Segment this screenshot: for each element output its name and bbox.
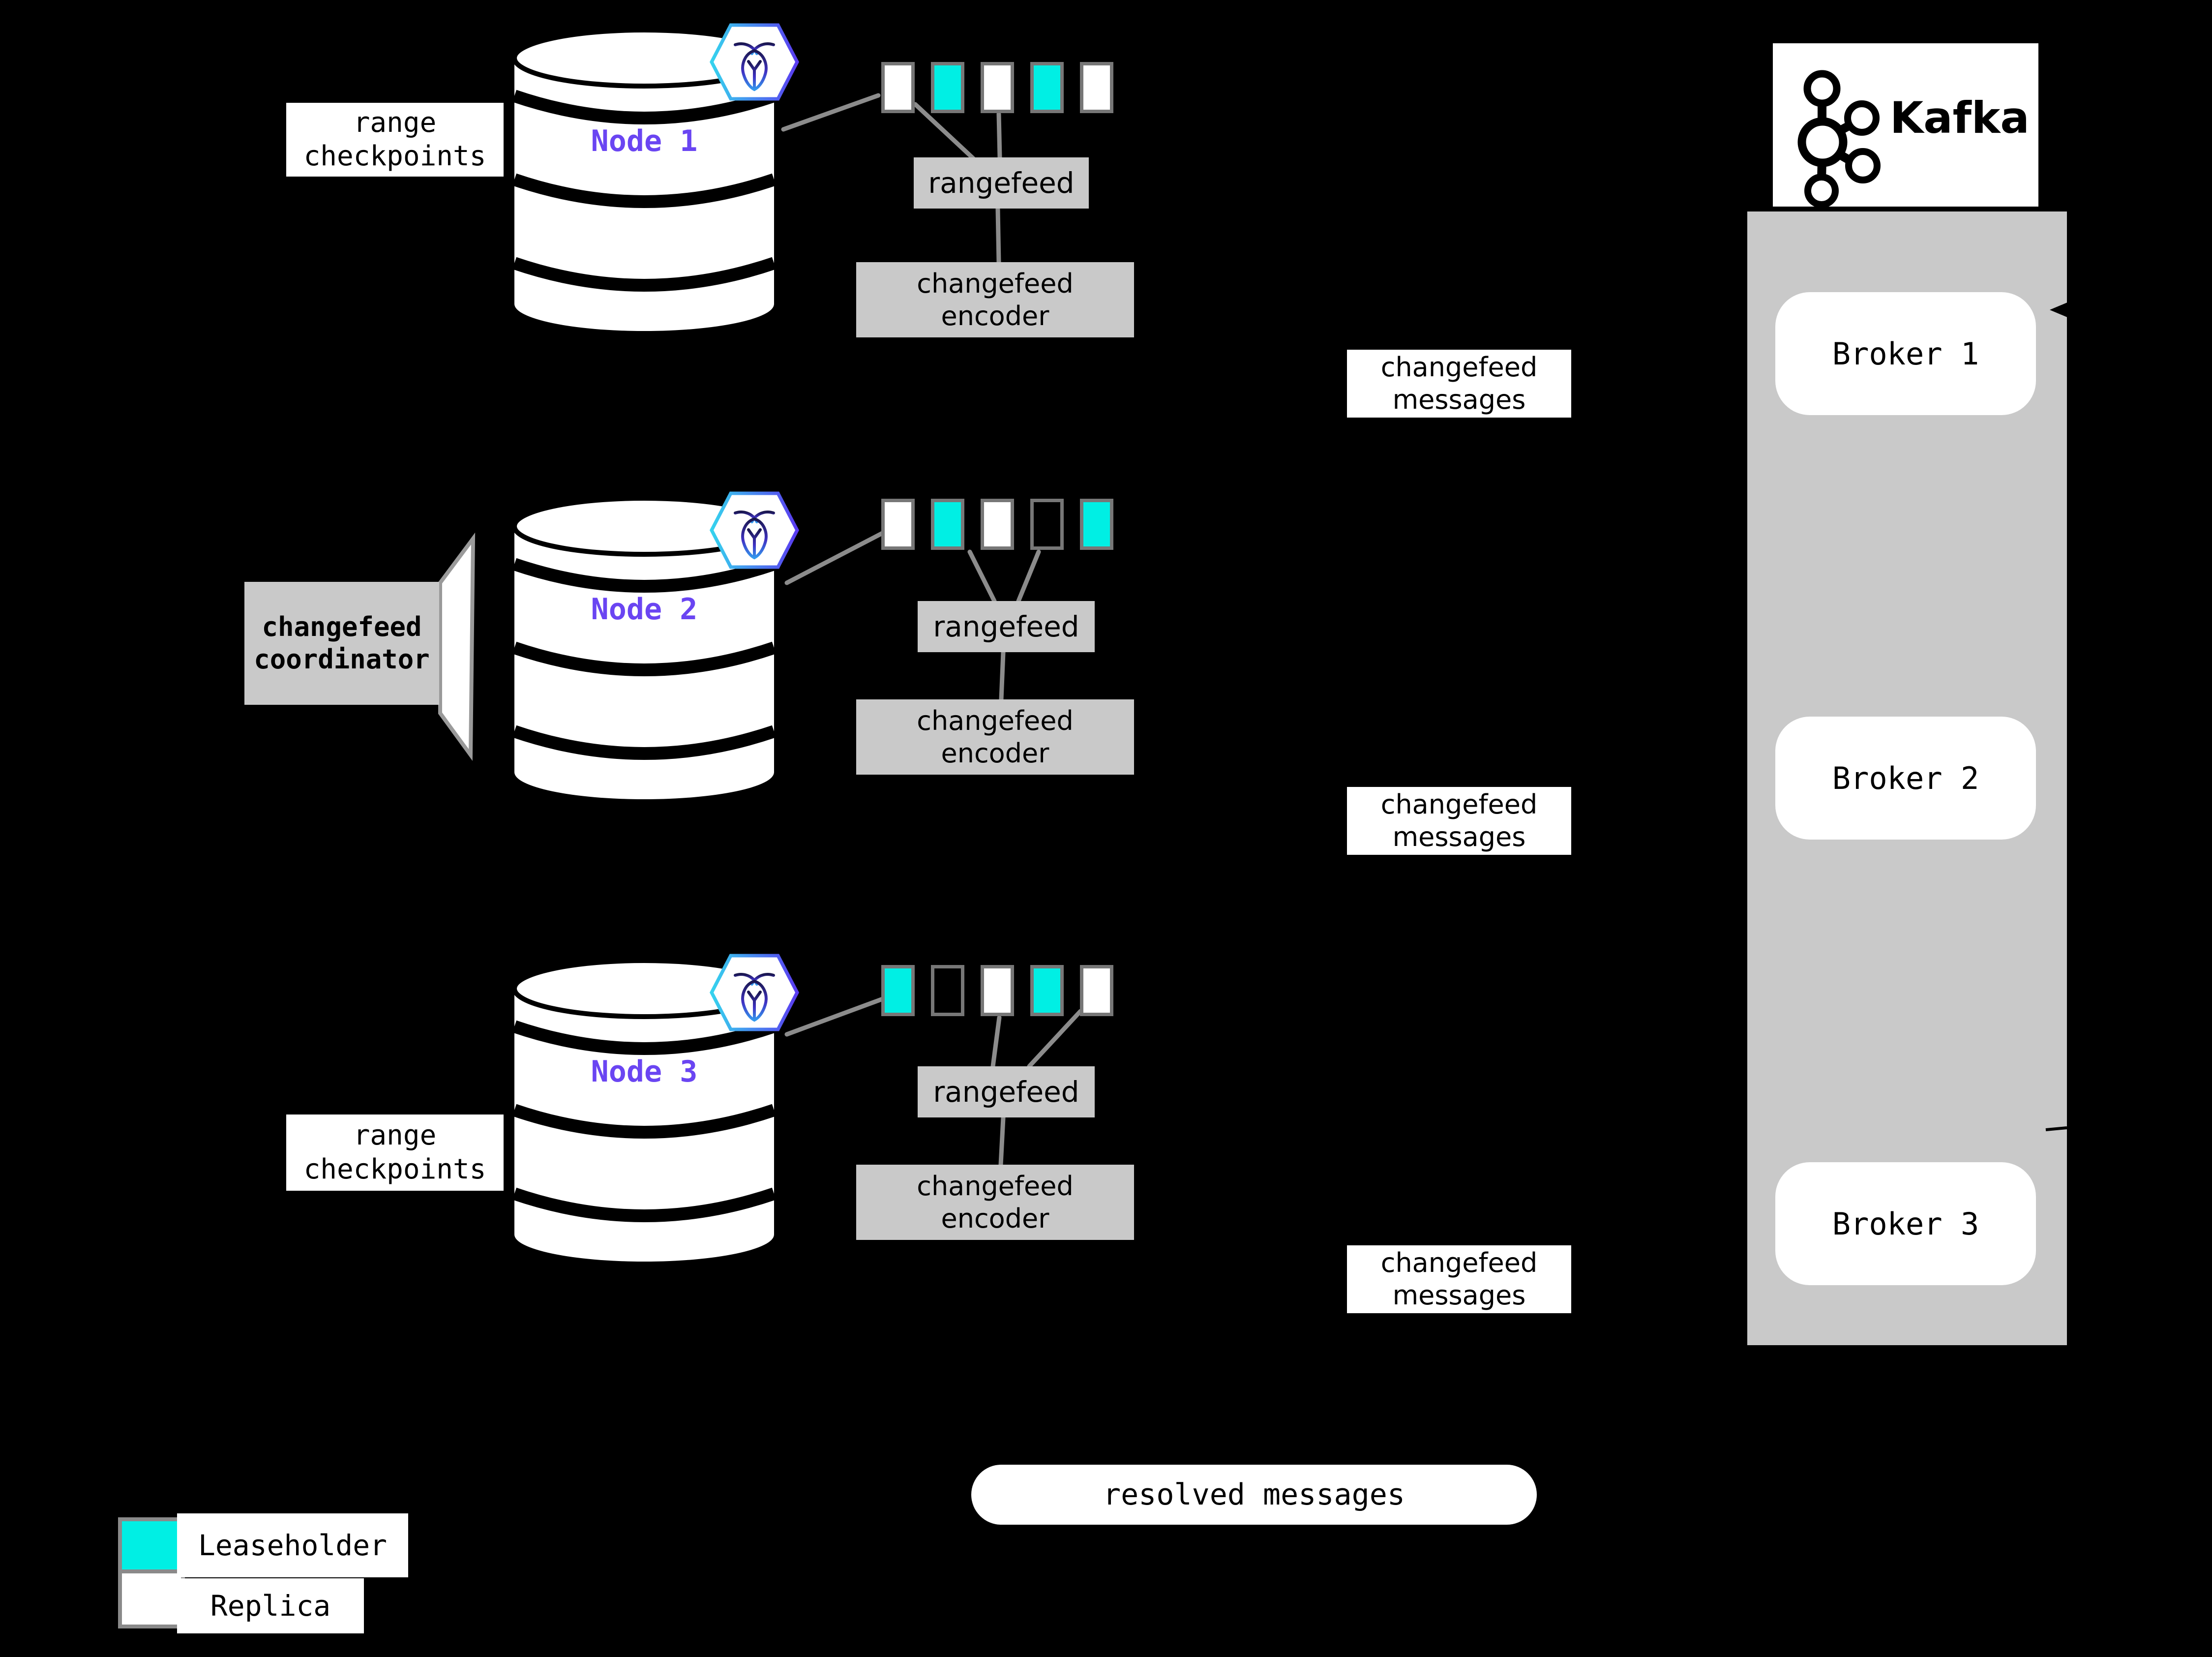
range-square-leaseholder <box>931 62 964 113</box>
broker-2-label: Broker 2 <box>1832 760 1979 796</box>
range-square-leaseholder <box>881 965 915 1016</box>
broker-1-label: Broker 1 <box>1832 335 1979 372</box>
node2-ranges <box>881 499 1113 550</box>
legend-leaseholder-label: Leaseholder <box>177 1513 408 1577</box>
range-square-empty <box>931 965 964 1016</box>
range-checkpoints-line2: checkpoints <box>303 140 486 172</box>
messages-line1: changefeed <box>1380 789 1538 820</box>
range-checkpoints-label-2: range checkpoints <box>286 1115 504 1191</box>
changefeed-messages-label-3: changefeed messages <box>1347 1245 1571 1313</box>
node1-cylinder <box>512 28 777 331</box>
replica-text: Replica <box>210 1589 331 1623</box>
range-checkpoints-line1: range <box>353 1119 437 1152</box>
broker-3: Broker 3 <box>1775 1162 2036 1285</box>
range-square-replica <box>881 62 915 113</box>
node1-label: Node 1 <box>591 124 698 158</box>
node2-encoder-box: changefeed encoder <box>856 699 1134 775</box>
coordinator-flag <box>438 532 476 761</box>
messages-line1: changefeed <box>1380 352 1538 383</box>
encoder-line2: encoder <box>941 1203 1049 1234</box>
node3-ranges <box>881 965 1113 1016</box>
range-square-leaseholder <box>1030 965 1064 1016</box>
encoder-line2: encoder <box>941 737 1049 769</box>
messages-line2: messages <box>1392 384 1526 415</box>
range-square-leaseholder <box>931 499 964 550</box>
rangefeed-text: rangefeed <box>933 609 1079 643</box>
range-square-replica <box>981 965 1014 1016</box>
coordinator-line2: coordinator <box>254 644 430 675</box>
range-square-replica <box>881 499 915 550</box>
range-checkpoints-line2: checkpoints <box>303 1153 486 1185</box>
leaseholder-text: Leaseholder <box>198 1529 388 1562</box>
messages-line2: messages <box>1392 1280 1526 1311</box>
rangefeed-text: rangefeed <box>928 166 1075 200</box>
encoder-line1: changefeed <box>917 268 1074 299</box>
encoder-line1: changefeed <box>917 705 1074 736</box>
coordinator-line1: changefeed <box>262 611 422 643</box>
encoder-line2: encoder <box>941 300 1049 331</box>
cockroachdb-icon <box>710 23 799 101</box>
rangefeed-text: rangefeed <box>933 1075 1079 1109</box>
changefeed-coordinator-box: changefeed coordinator <box>244 582 439 705</box>
encoder-line1: changefeed <box>917 1170 1074 1202</box>
cockroachdb-icon <box>710 491 799 569</box>
range-square-replica <box>981 499 1014 550</box>
node1-ranges <box>881 62 1113 113</box>
range-square-leaseholder <box>1080 499 1113 550</box>
legend-replica-label: Replica <box>177 1578 364 1633</box>
resolved-messages-pill: resolved messages <box>971 1465 1537 1525</box>
range-square-replica <box>1080 62 1113 113</box>
broker-3-label: Broker 3 <box>1832 1205 1979 1242</box>
cockroachdb-icon <box>710 954 799 1031</box>
node1-encoder-box: changefeed encoder <box>856 262 1134 337</box>
kafka-logo-box: Kafka <box>1773 43 2038 207</box>
range-square-replica <box>1080 965 1113 1016</box>
arrow-fragment-broker3 <box>2045 1126 2067 1131</box>
resolved-messages-text: resolved messages <box>1103 1477 1405 1512</box>
range-checkpoints-label-1: range checkpoints <box>286 103 504 177</box>
messages-line2: messages <box>1392 821 1526 852</box>
kafka-logo-icon <box>1797 70 1881 207</box>
legend-replica-swatch <box>118 1569 185 1628</box>
changefeed-messages-label-1: changefeed messages <box>1347 350 1571 418</box>
messages-line1: changefeed <box>1380 1247 1538 1279</box>
gray-connectors <box>781 93 1083 1167</box>
arrowhead-broker1 <box>2050 302 2068 318</box>
broker-2: Broker 2 <box>1775 717 2036 840</box>
range-checkpoints-line1: range <box>353 106 437 139</box>
kafka-wordmark: Kafka <box>1890 92 2030 143</box>
node3-rangefeed-box: rangefeed <box>918 1066 1095 1117</box>
node1-rangefeed-box: rangefeed <box>914 157 1089 209</box>
broker-1: Broker 1 <box>1775 292 2036 415</box>
node2-label: Node 2 <box>591 592 698 627</box>
node2-rangefeed-box: rangefeed <box>918 601 1095 652</box>
node3-encoder-box: changefeed encoder <box>856 1165 1134 1240</box>
range-square-replica <box>981 62 1014 113</box>
node3-label: Node 3 <box>591 1054 698 1089</box>
changefeed-messages-label-2: changefeed messages <box>1347 787 1571 855</box>
range-square-empty <box>1030 499 1064 550</box>
legend-leaseholder-swatch <box>118 1517 185 1576</box>
range-square-leaseholder <box>1030 62 1064 113</box>
